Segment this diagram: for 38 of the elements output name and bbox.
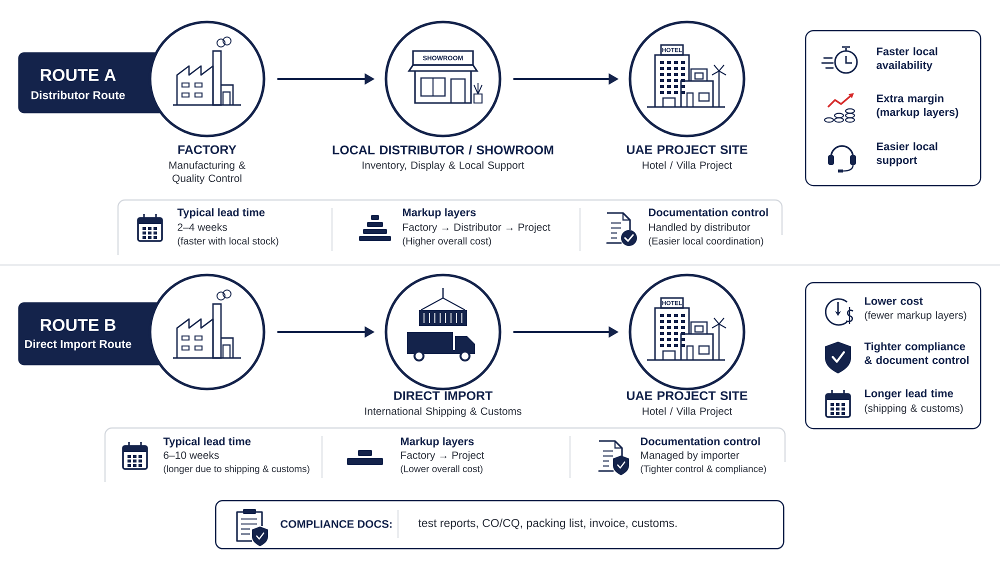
info-text: Handled by distributor xyxy=(649,223,750,233)
stage-description: Hotel / Villa Project xyxy=(642,161,732,171)
benefit-text: Faster local availability xyxy=(876,47,938,72)
info-text: (faster with local stock) xyxy=(178,237,278,247)
stage-title: UAE PROJECT SITE xyxy=(627,145,748,154)
stage-title: UAE PROJECT SITE xyxy=(627,391,748,400)
benefit-text: Easier local support xyxy=(876,142,938,166)
info-text: 6–10 weeks xyxy=(164,451,219,459)
info-text: (Easier local coordination) xyxy=(648,237,764,247)
info-text: (Lower overall cost) xyxy=(400,465,482,474)
info-title: Markup layers xyxy=(400,437,474,448)
stage-title: LOCAL DISTRIBUTOR / SHOWROOM xyxy=(332,145,554,154)
info-title: Documentation control xyxy=(648,208,768,216)
info-title: Typical lead time xyxy=(163,437,251,448)
info-text: 2–4 weeks xyxy=(178,223,227,231)
info-text: Factory → Project xyxy=(401,451,484,461)
info-text: (Tighter control & compliance) xyxy=(640,465,766,474)
info-text: Managed by importer xyxy=(641,451,740,461)
compliance-text: test reports, CO/CQ, packing list, invoice, customs. xyxy=(418,518,677,530)
stage-description: International Shipping & Customs xyxy=(365,407,522,417)
stage-description: Hotel / Villa Project xyxy=(642,407,732,417)
benefit-text: (fewer markup layers) xyxy=(864,311,966,321)
info-text: Factory → Distributor → Project xyxy=(403,223,550,233)
stage-description: Inventory, Display & Local Support xyxy=(362,161,524,171)
info-text: (longer due to shipping & customs) xyxy=(164,465,310,474)
benefit-text: Lower cost xyxy=(864,297,923,305)
info-title: Documentation control xyxy=(640,437,760,446)
benefit-text: Tighter compliance & document control xyxy=(864,342,969,364)
benefit-text: Longer lead time xyxy=(864,389,954,400)
compliance-heading: COMPLIANCE DOCS: xyxy=(280,520,392,528)
info-title: Markup layers xyxy=(402,208,476,218)
stage-title: FACTORY xyxy=(178,145,236,154)
stage-description: Manufacturing & Quality Control xyxy=(169,161,246,184)
info-title: Typical lead time xyxy=(177,208,265,218)
info-text: (Higher overall cost) xyxy=(402,237,492,247)
stage-title: DIRECT IMPORT xyxy=(394,391,493,400)
benefit-text: (shipping & customs) xyxy=(864,404,963,414)
benefit-text: Extra margin (markup layers) xyxy=(876,94,958,118)
